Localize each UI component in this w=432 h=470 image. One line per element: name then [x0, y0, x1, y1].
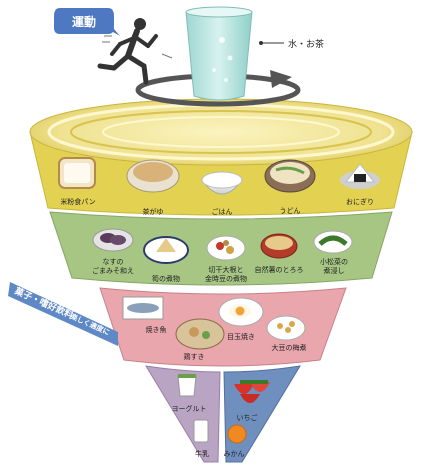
runner-icon [97, 18, 158, 85]
dried-radish-dish-icon [206, 235, 246, 261]
grain-label-onigiri: おにぎり [346, 197, 374, 206]
rice-bowl-icon [201, 171, 243, 195]
veg-label-komatsuna-2: 煮浸し [324, 266, 345, 275]
water-label: 水・お茶 [288, 38, 324, 50]
soybean-dish-icon [266, 315, 306, 341]
dairy-label-yogurt: ヨーグルト [172, 404, 207, 413]
protein-label-fish: 焼き魚 [146, 325, 167, 334]
exercise-label: 運動 [72, 14, 96, 29]
exercise-badge: 運動 [54, 8, 120, 36]
bamboo-shoot-dish-icon [143, 236, 189, 264]
grain-label-udon: うどん [280, 207, 301, 215]
yogurt-icon [177, 374, 197, 397]
pointer-dot [259, 41, 263, 45]
mandarin-icon [227, 424, 247, 444]
veg-label-bamboo: 筍の煮物 [152, 274, 180, 283]
protein-label-egg: 目玉焼き [227, 332, 255, 341]
fried-egg-icon [218, 297, 264, 327]
grain-label-porridge: 茶がゆ [143, 207, 164, 216]
rice-porridge-icon [126, 159, 180, 193]
rice-ball-icon [340, 163, 380, 189]
veg-label-radish-1: 切干大根と [209, 265, 244, 274]
milk-icon [193, 419, 209, 443]
veg-label-komatsuna-1: 小松菜の [320, 257, 348, 266]
strawberry-icon [234, 380, 270, 403]
komatsuna-dish-icon [313, 230, 353, 254]
water-glass-icon [185, 6, 253, 101]
dairy-label-milk: 牛乳 [195, 449, 209, 458]
eggplant-dish-icon [92, 228, 134, 252]
grain-label-bread: 米粉食パン [60, 197, 95, 206]
chicken-sukiyaki-icon [175, 318, 225, 350]
arrow-head-icon [270, 70, 292, 88]
protein-label-sukiyaki: 鶏すき [184, 352, 205, 361]
fruit-label-strawberry: いちご [237, 413, 258, 422]
veg-label-radish-2: 金時豆の煮物 [205, 274, 247, 283]
grilled-fish-icon [122, 296, 164, 320]
udon-bowl-icon [264, 159, 316, 193]
snacks-banner-main: 菓子・嗜好飲料 [12, 284, 75, 321]
protein-label-soybean: 大豆の梅煮 [272, 343, 307, 352]
yam-bowl-icon [260, 233, 298, 259]
veg-label-eggplant-2: ごまみそ和え [92, 266, 134, 275]
bread-icon [58, 157, 96, 189]
grain-label-rice: ごはん [212, 207, 233, 216]
motion-line [161, 53, 173, 59]
veg-label-yam: 自然薯のとろろ [255, 265, 304, 274]
fruit-label-mandarin: みかん [224, 450, 245, 458]
veg-label-eggplant-1: なすの [103, 258, 124, 266]
